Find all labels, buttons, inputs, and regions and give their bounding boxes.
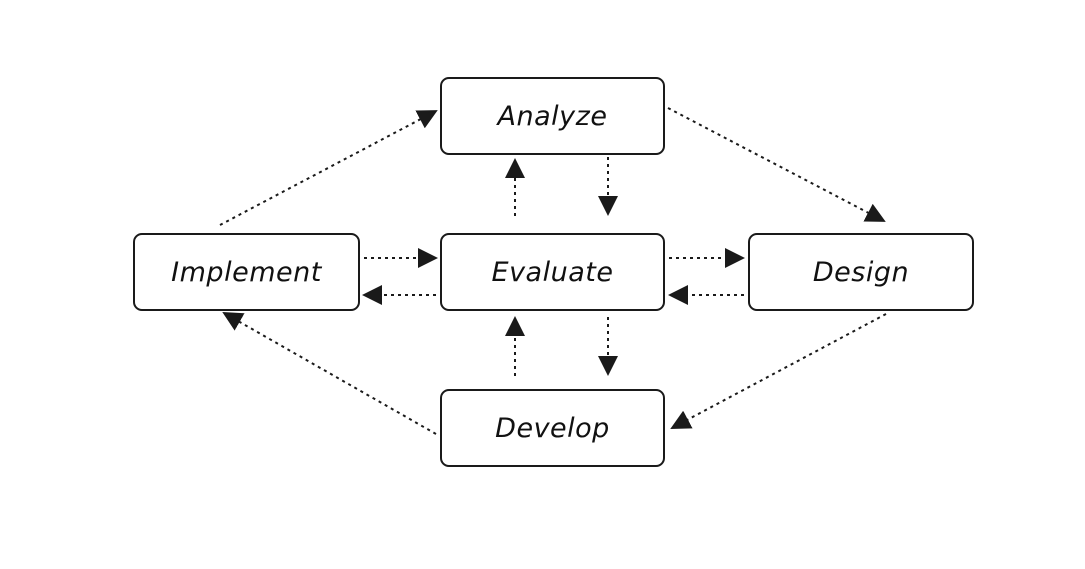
node-implement: Implement [133,233,360,311]
node-label-design: Design [812,256,910,288]
node-design: Design [748,233,974,311]
node-evaluate: Evaluate [440,233,665,311]
node-label-evaluate: Evaluate [491,256,614,288]
arrow-analyze-to-design [667,107,886,222]
node-label-analyze: Analyze [497,100,608,132]
node-analyze: Analyze [440,77,665,155]
arrow-develop-to-implement [222,312,437,435]
node-label-implement: Implement [171,256,322,288]
node-label-develop: Develop [495,412,610,444]
arrow-implement-to-analyze [219,110,438,226]
node-develop: Develop [440,389,665,467]
arrow-design-to-develop [670,313,887,429]
